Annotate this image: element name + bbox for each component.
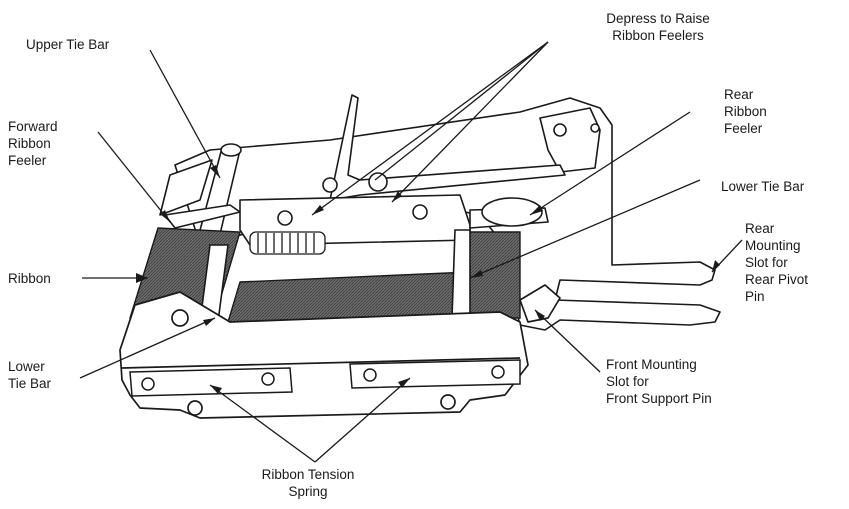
base-hole-bottom-right: [440, 394, 456, 410]
arrow-forward-feeler: [160, 210, 170, 222]
lever-pivot: [322, 177, 338, 193]
arrow-spring-left: [210, 385, 222, 394]
left-cover: [159, 159, 213, 216]
label-lower-tie-bar-right: Lower Tie Bar: [721, 179, 805, 194]
arrow-ribbon: [136, 273, 148, 283]
leader-front-slot: [534, 309, 601, 373]
arrow-lower-tie-bar-left: [203, 318, 215, 326]
leader-spring-right: [314, 377, 411, 463]
bracket-hole: [553, 123, 567, 137]
leader-depress-3: [311, 41, 549, 216]
coil-turns: [257, 233, 315, 253]
tension-spring-bar-left: [129, 367, 293, 397]
spring-hole-1: [141, 377, 155, 391]
feeler-screw-1: [277, 210, 293, 226]
label-forward-ribbon-feeler: Forward Ribbon Feeler: [8, 119, 58, 168]
rear-roller: [481, 197, 543, 227]
arrow-lower-tie-bar-right: [470, 270, 483, 278]
arrow-rear-slot: [712, 260, 720, 272]
label-ribbon-tension-spring: Ribbon Tension Spring: [261, 467, 355, 499]
label-lower-tie-bar-left: Lower Tie Bar: [8, 359, 52, 391]
leader-spring-left: [209, 384, 316, 463]
arrow-spring-right: [398, 378, 410, 388]
lever-knob: [368, 172, 388, 192]
arrow-upper-tie-bar: [210, 165, 220, 178]
leader-rear-feeler: [529, 111, 691, 216]
base-front-edge: [121, 357, 521, 369]
arrow-depress-1: [392, 191, 402, 202]
base-hole-left: [171, 309, 189, 327]
base-hole-bottom-left: [187, 400, 203, 416]
feeler-screw-2: [412, 204, 428, 220]
leader-depress-1: [391, 41, 549, 203]
leader-upper-tie-bar: [149, 49, 221, 179]
lower-tie-bar-rod: [451, 229, 471, 319]
label-ribbon: Ribbon: [8, 271, 51, 286]
label-front-mounting-slot: Front Mounting Slot for Front Support Pi…: [606, 357, 712, 406]
spring-hole-2: [261, 372, 275, 386]
upper-bracket: [539, 107, 601, 173]
leader-lower-tie-bar-left: [79, 317, 216, 379]
spring-hole-3: [363, 368, 377, 382]
arrow-rear-feeler: [530, 205, 543, 215]
upper-tie-bar-end: [220, 143, 242, 157]
label-depress-to-raise: Depress to Raise Ribbon Feelers: [606, 11, 710, 43]
bracket-hole-2: [590, 123, 600, 133]
front-mounting-hook: [519, 284, 561, 323]
arrow-depress-3: [312, 205, 324, 215]
arrow-front-slot: [535, 310, 545, 321]
spring-hole-4: [491, 365, 505, 379]
leader-lower-tie-bar-right: [469, 179, 701, 279]
label-rear-ribbon-feeler: Rear Ribbon Feeler: [724, 87, 767, 136]
leader-forward-feeler: [97, 131, 171, 223]
leader-depress-2: [374, 41, 549, 181]
tension-spring-bar-right: [349, 359, 521, 389]
label-upper-tie-bar: Upper Tie Bar: [26, 37, 110, 52]
label-rear-mounting-slot: Rear Mounting Slot for Rear Pivot Pin: [745, 221, 809, 304]
